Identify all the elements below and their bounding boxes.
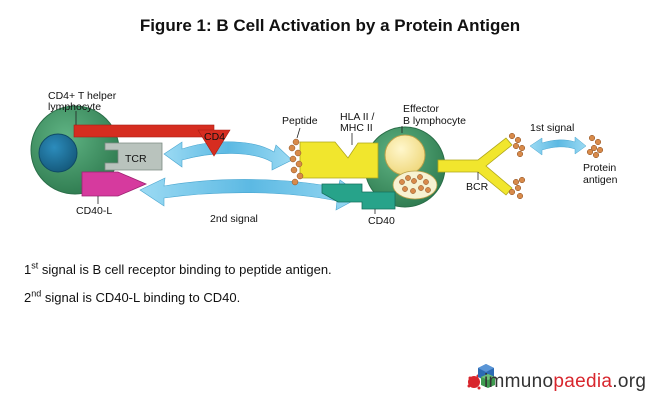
label-protein-2: antigen: [583, 174, 618, 186]
tcr-mhc-arrow: [163, 141, 293, 171]
b-cell-nucleus: [384, 134, 426, 176]
logo-part-1: immuno: [484, 371, 554, 392]
peptide-beads: [288, 138, 304, 186]
note-1-text: signal is B cell receptor binding to pep…: [38, 262, 332, 277]
label-peptide: Peptide: [282, 115, 318, 127]
internalized-antigen: [399, 174, 431, 194]
note-1-num: 1: [24, 262, 32, 277]
label-first-signal: 1st signal: [530, 122, 574, 134]
note-2-text: signal is CD40-L binding to CD40.: [41, 290, 241, 305]
note-first-signal: 1st signal is B cell receptor binding to…: [24, 260, 332, 277]
label-hla-2: MHC II: [340, 122, 373, 134]
note-1-sup: st: [31, 260, 39, 271]
label-second-signal: 2nd signal: [210, 213, 258, 225]
b-cell-vesicle: [392, 170, 438, 200]
note-2-num: 2: [24, 290, 32, 305]
label-cd40l: CD40-L: [76, 205, 112, 217]
logo-text: immunopaedia.org: [484, 371, 646, 393]
label-t-helper-2: lymphocyte: [48, 101, 101, 113]
label-bcr: BCR: [466, 181, 489, 193]
note-second-signal: 2nd signal is CD40-L binding to CD40.: [24, 288, 241, 305]
protein-antigen: [586, 134, 604, 159]
figure-title: Figure 1: B Cell Activation by a Protein…: [139, 16, 521, 35]
note-2-sup: nd: [31, 288, 42, 299]
cd40l-shape: [81, 171, 148, 197]
label-hla-1: HLA II /: [340, 111, 375, 123]
cd4-head: [197, 129, 231, 157]
peptide-pointer: [296, 127, 301, 139]
bcr-bound-antigen: [508, 132, 526, 200]
mhc-shape: [299, 141, 379, 179]
label-cd40: CD40: [368, 215, 395, 227]
logo-cubes-icon: [467, 364, 495, 390]
immunopaedia-logo: immunopaedia.org: [462, 360, 652, 404]
label-tcr: TCR: [125, 153, 147, 165]
tcr-shape: [104, 142, 163, 171]
logo-part-2: paedia: [553, 371, 613, 392]
label-effector-2: B lymphocyte: [403, 115, 466, 127]
t-helper-nucleus: [38, 133, 78, 173]
label-effector-1: Effector: [403, 103, 439, 115]
bcr-shape: [437, 137, 513, 196]
first-signal-arrow: [529, 136, 587, 156]
logo-part-3: .org: [612, 371, 647, 392]
cd4-bar: [73, 124, 215, 138]
label-t-helper-1: CD4+ T helper: [48, 90, 117, 102]
cd40-shape: [321, 183, 396, 210]
label-cd4: CD4: [204, 131, 225, 143]
label-protein-1: Protein: [583, 162, 616, 174]
